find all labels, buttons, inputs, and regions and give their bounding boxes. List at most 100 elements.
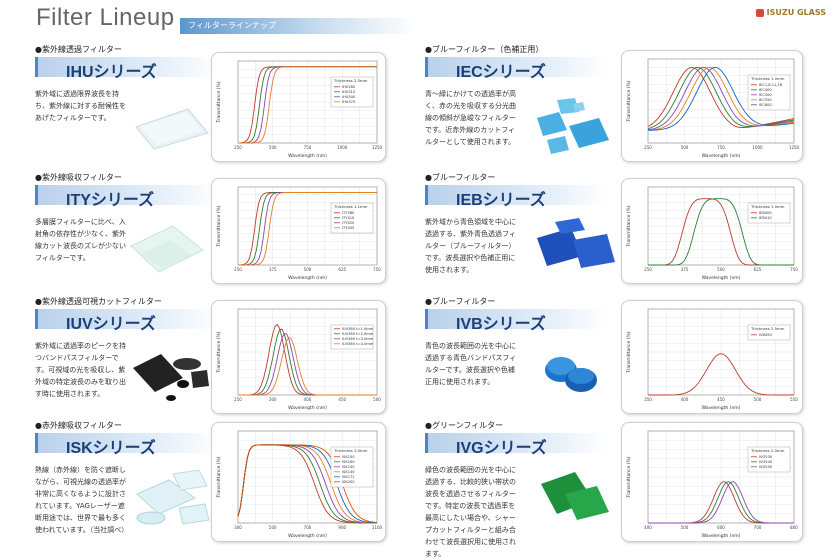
- plot-frame: [647, 186, 795, 266]
- legend-entry: IHU310: [342, 90, 356, 94]
- x-tick-label: 250: [234, 397, 242, 402]
- legend-entry: IUV360 t=3.0mm: [342, 337, 374, 341]
- x-tick-label: 500: [717, 267, 725, 272]
- legend-entry: ITY410: [342, 216, 355, 220]
- category-label: ●グリーンフィルター: [425, 421, 504, 430]
- x-axis-label: Wavelength (nm): [288, 275, 327, 281]
- x-tick-label: 250: [644, 145, 652, 150]
- x-axis-label: Wavelength (nm): [288, 405, 327, 411]
- card-iec: ●ブルーフィルター（色補正用） IECシリーズ 青〜緑にかけての透過率が高く、赤…: [425, 44, 805, 162]
- x-tick-label: 250: [644, 267, 652, 272]
- series-bar: ISKシリーズ: [35, 433, 218, 457]
- series-description: 紫外域に透過率のピークを持つバンドパスフィルターです。可視域の光を吸収し、紫外域…: [35, 342, 126, 398]
- category-label: ●紫外線透過可視カットフィルター: [35, 297, 162, 306]
- x-axis-label: Wavelength (nm): [702, 153, 741, 159]
- series-title: IVBシリーズ: [456, 316, 546, 333]
- category-label: ●紫外線吸収フィルター: [35, 173, 122, 182]
- series-line: [648, 481, 794, 524]
- y-axis-label: Transmittance (%): [216, 456, 222, 498]
- x-tick-label: 500: [754, 397, 762, 402]
- series-bar: IHUシリーズ: [35, 57, 218, 81]
- category-label: ●赤外線吸収フィルター: [35, 421, 122, 430]
- x-tick-label: 450: [338, 397, 346, 402]
- series-line: [648, 67, 795, 131]
- series-bar: ITYシリーズ: [35, 185, 218, 209]
- x-tick-label: 450: [717, 397, 725, 402]
- x-tick-label: 800: [790, 525, 798, 530]
- plot-frame: [647, 58, 795, 144]
- x-tick-label: 1000: [337, 145, 348, 150]
- plot-frame: [647, 430, 795, 524]
- card-isk: ●赤外線吸収フィルター ISKシリーズ 熱線（赤外線）を防ぐ遮断しながら、可視光…: [35, 420, 386, 542]
- legend-box: [747, 446, 791, 473]
- x-tick-label: 500: [269, 145, 277, 150]
- series-bar: IVBシリーズ: [425, 309, 608, 333]
- legend-box: [747, 74, 791, 111]
- category-label: ●ブルーフィルター: [425, 173, 496, 182]
- legend-entry: IVG550: [759, 465, 773, 469]
- thickness-label: Thickness 1.1mm: [333, 204, 368, 209]
- plot-frame: [647, 308, 795, 396]
- x-tick-label: 550: [790, 397, 798, 402]
- legend-entry: IEB410: [759, 216, 772, 220]
- series-title: IVGシリーズ: [456, 440, 547, 457]
- category-label: ●紫外線透過フィルター: [35, 45, 122, 54]
- legend-entry: ITY380: [342, 211, 355, 215]
- legend-box: [747, 202, 791, 224]
- thickness-label: Thickness 3.0mm: [333, 448, 368, 453]
- card-iuv: ●紫外線透過可視カットフィルター IUVシリーズ 紫外域に透過率のピークを持つバ…: [35, 296, 386, 414]
- series-line: [238, 336, 377, 396]
- card-ivb: ●ブルーフィルター IVBシリーズ 青色の波長範囲の光を中心に透過する青色バンド…: [425, 296, 805, 414]
- x-tick-label: 500: [681, 145, 689, 150]
- series-line: [647, 66, 795, 128]
- x-tick-label: 375: [681, 267, 689, 272]
- series-title: ISKシリーズ: [66, 440, 156, 457]
- x-tick-label: 900: [338, 525, 346, 530]
- thickness-label: Thickness 1.0mm: [750, 204, 785, 209]
- plot-frame: [237, 186, 378, 266]
- legend-entry: ISK140: [342, 470, 355, 474]
- x-tick-label: 375: [269, 267, 277, 272]
- x-tick-label: 400: [644, 525, 652, 530]
- green-glass-image: [535, 464, 613, 526]
- x-tick-label: 400: [304, 397, 312, 402]
- legend-entry: IHU370: [342, 100, 356, 104]
- series-line: [238, 192, 377, 266]
- legend-entry: IVG540: [759, 460, 773, 464]
- x-tick-label: 350: [644, 397, 652, 402]
- legend-entry: IEC500: [759, 93, 772, 97]
- pale-green-glass-image: [127, 220, 207, 276]
- series-bar: IEBシリーズ: [425, 185, 608, 209]
- x-tick-label: 750: [373, 267, 381, 272]
- legend-entry: IVG530: [759, 455, 773, 459]
- clear-glass-plate-image: [130, 99, 210, 151]
- x-tick-label: 750: [790, 267, 798, 272]
- x-axis-label: Wavelength (nm): [702, 275, 741, 281]
- series-bar: IECシリーズ: [425, 57, 608, 81]
- x-tick-label: 500: [304, 267, 312, 272]
- y-axis-label: Transmittance (%): [626, 331, 632, 373]
- series-line: [238, 66, 377, 144]
- x-tick-label: 300: [234, 525, 242, 530]
- plot-frame: [237, 60, 378, 144]
- x-tick-label: 250: [234, 145, 242, 150]
- x-tick-label: 600: [717, 525, 725, 530]
- legend-entry: IEC400: [759, 88, 772, 92]
- x-tick-label: 500: [373, 397, 381, 402]
- x-tick-label: 700: [304, 525, 312, 530]
- x-tick-label: 300: [269, 397, 277, 402]
- series-title: IECシリーズ: [456, 64, 546, 81]
- series-description: 緑色の波長範囲の光を中心に透過する、比較的狭い帯状の波長を透過させるフィルターで…: [425, 466, 516, 558]
- x-tick-label: 1250: [789, 145, 800, 150]
- x-tick-label: 750: [304, 145, 312, 150]
- card-ihu: ●紫外線透過フィルター IHUシリーズ 紫外域に透過限界波長を持ち、紫外線に対す…: [35, 44, 386, 162]
- page-subtitle-bar: フィルターラインナップ: [180, 18, 416, 34]
